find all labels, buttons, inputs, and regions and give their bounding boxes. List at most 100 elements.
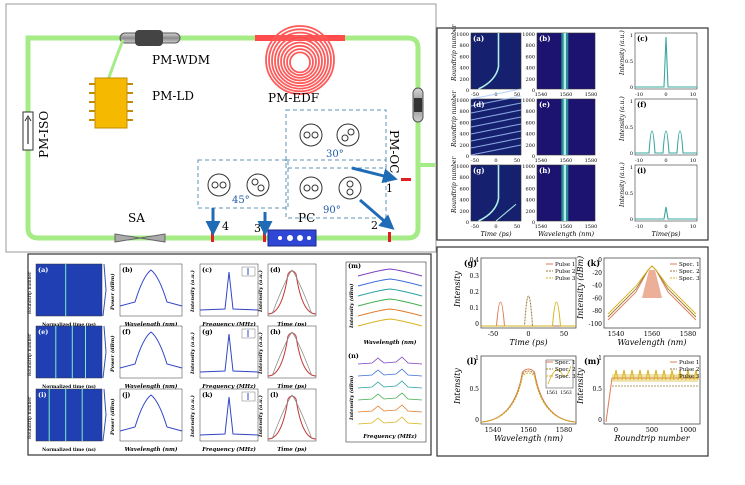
xlabel: Wavelength (nm) — [494, 434, 563, 443]
ylabel: Intensity (a.u.) — [257, 332, 264, 375]
map-trace — [470, 116, 522, 128]
map-ytick: 1000 — [522, 98, 535, 104]
panel-label: (h) — [270, 328, 281, 336]
plot-panel — [119, 388, 183, 442]
pol-circle — [207, 173, 231, 197]
xlabel: Frequency (MHz) — [201, 321, 256, 328]
pulse-band — [612, 374, 698, 382]
inset-trace — [547, 365, 572, 385]
xtick: 0 — [494, 92, 497, 98]
pol-box-30 — [285, 109, 387, 169]
setup-frame — [5, 3, 437, 253]
pulse-peak — [645, 369, 651, 381]
xlabel: Time (ps) — [277, 383, 307, 390]
arrow-2 — [359, 198, 395, 230]
rf-trace — [199, 333, 259, 373]
ac-trace — [267, 332, 317, 377]
m-trace — [357, 278, 423, 287]
panel-label: (i) — [637, 166, 646, 175]
int-ytick: 1 — [630, 99, 633, 105]
edf-coil — [265, 25, 335, 95]
int-ytick: 0.5 — [625, 191, 633, 197]
xtick: 0 — [614, 426, 618, 434]
ylabel: Power (dBm) — [109, 398, 116, 436]
ylabel: Power (dBm) — [109, 335, 116, 373]
ytick: 0 — [475, 321, 479, 328]
xtick: 1580 — [680, 330, 697, 338]
ytick: 0 — [598, 257, 602, 264]
map-trace — [478, 165, 500, 222]
ytick: 0 — [598, 417, 602, 424]
map-ytick: 400 — [525, 198, 535, 204]
xtick: 10 — [690, 224, 696, 230]
map-panel — [470, 164, 522, 222]
map-ytick: 200 — [459, 77, 469, 83]
ylabel: Intensity (a.u.) — [189, 395, 196, 438]
map-trace — [470, 88, 522, 100]
xtick: 0 — [664, 224, 667, 230]
arrow-1 — [351, 166, 398, 184]
panel-label: (e) — [539, 100, 550, 109]
map-trace — [470, 95, 522, 107]
pol-lobe — [311, 184, 319, 192]
pol-lobe — [257, 184, 265, 192]
ytick: 0.4 — [469, 257, 479, 264]
legend-entry: Pulse 2 — [555, 269, 575, 275]
map-ytick: 400 — [459, 132, 469, 138]
pulse-evolution — [605, 377, 698, 423]
spectrum-trace — [119, 269, 183, 307]
legend-entry: Spec. 1 — [555, 360, 576, 366]
ac-trace — [267, 270, 317, 315]
map-trace — [470, 130, 522, 142]
rt-map — [35, 388, 103, 442]
xtick: 1580 — [585, 224, 598, 230]
m-trace — [357, 268, 423, 277]
panel-label: (b) — [539, 34, 551, 43]
pol-lobe — [341, 134, 349, 142]
ac-fit — [271, 331, 313, 377]
int-ylabel: Intensity (a.u.) — [619, 30, 626, 76]
pol-circle — [299, 176, 323, 200]
pm-oc-label: PM-OC — [387, 130, 401, 173]
pump-fiber — [106, 39, 125, 81]
port-3-label: 3 — [254, 222, 261, 235]
xtick: 1580 — [585, 92, 598, 98]
m-trace — [357, 318, 423, 327]
legend-entry: Spec. 3 — [555, 374, 576, 380]
spectrum-trace — [607, 265, 697, 315]
pol-circle — [246, 173, 270, 197]
panel-label: (a) — [38, 266, 48, 274]
pm-wdm-label: PM-WDM — [152, 53, 210, 67]
xtick: -10 — [635, 158, 643, 164]
angle-30: 30° — [326, 149, 344, 160]
xtick: -10 — [635, 224, 643, 230]
edf-coil — [289, 51, 311, 74]
map-ytick: 600 — [525, 120, 535, 126]
map-trace — [470, 102, 522, 114]
xtick: 1540 — [535, 224, 548, 230]
plot-panel — [119, 325, 183, 379]
pm-edf-spool — [255, 25, 345, 95]
panel-label: (k) — [587, 258, 600, 268]
xtick: 1540 — [535, 158, 548, 164]
xlabel: Wavelength (nm) — [538, 230, 595, 238]
pol-box-90 — [285, 159, 387, 219]
map-ytick: 400 — [525, 66, 535, 72]
legend-entry: Spec. 2 — [555, 367, 576, 373]
pulse-trace — [481, 301, 576, 327]
n-trace — [357, 404, 423, 413]
legend-entry: Spec. 1 — [679, 262, 700, 268]
panel-label: (b) — [122, 266, 133, 274]
port-marker-4 — [211, 232, 214, 242]
edf-coil — [280, 41, 320, 82]
int-ytick: 0.5 — [625, 125, 633, 131]
map-ytick: 800 — [525, 43, 535, 49]
n-trace — [357, 368, 423, 377]
xlabel: Wavelength (nm) — [125, 446, 178, 453]
xtick: 1560 — [644, 330, 661, 338]
xlabel: Wavelength (nm) — [364, 339, 417, 346]
map-ytick: 0 — [466, 88, 469, 94]
map-ytick: 200 — [459, 143, 469, 149]
